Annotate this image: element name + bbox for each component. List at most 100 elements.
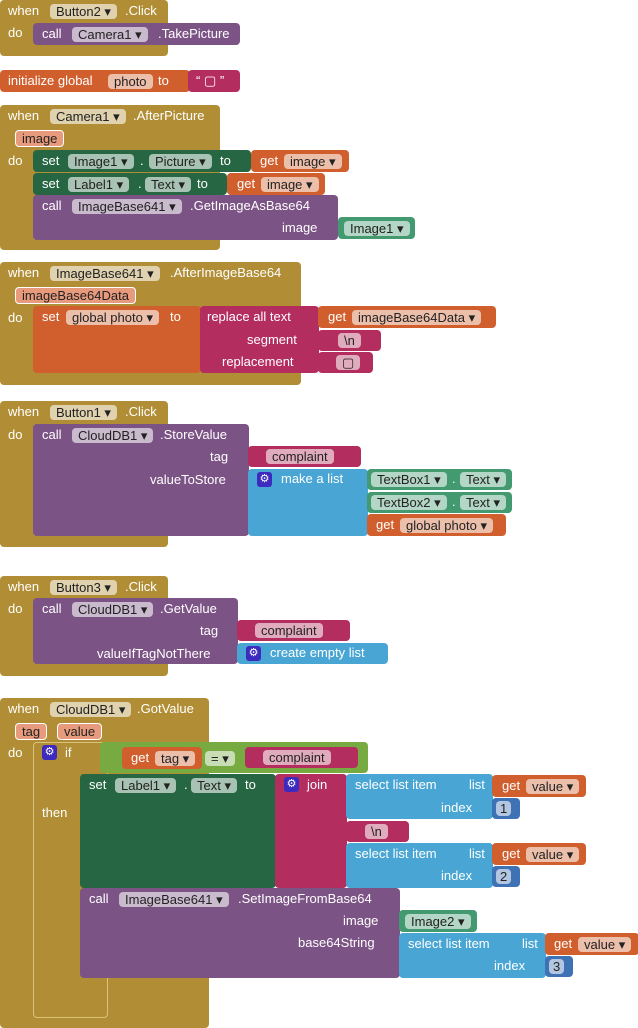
- if-label: if: [65, 745, 72, 760]
- gear-icon[interactable]: ⚙: [42, 745, 57, 760]
- component-dropdown[interactable]: Image1 ▾: [68, 154, 134, 169]
- number-field[interactable]: 1: [496, 801, 512, 816]
- variable-dropdown[interactable]: image ▾: [261, 177, 319, 192]
- text-field[interactable]: ▢: [336, 355, 361, 370]
- component-dropdown[interactable]: CloudDB1 ▾: [72, 602, 154, 617]
- create-empty-list[interactable]: [237, 643, 388, 664]
- text-field[interactable]: complaint: [266, 449, 334, 464]
- do-label: do: [8, 153, 23, 168]
- sli-label: select list item: [355, 846, 437, 861]
- component-dropdown[interactable]: Image2 ▾: [405, 914, 471, 929]
- do-label: do: [8, 25, 23, 40]
- component-dropdown[interactable]: ImageBase641 ▾: [72, 199, 182, 214]
- component-dropdown[interactable]: Label1 ▾: [68, 177, 130, 192]
- number-field[interactable]: 3: [549, 959, 565, 974]
- segment-label: segment: [247, 332, 297, 347]
- property-dropdown[interactable]: Text ▾: [191, 778, 237, 793]
- call-label: call: [42, 601, 62, 616]
- variable-dropdown[interactable]: global photo ▾: [400, 518, 493, 533]
- dot: .: [140, 153, 144, 168]
- set-label: set: [42, 309, 60, 324]
- call-label: call: [42, 427, 62, 442]
- to-label: to: [170, 309, 181, 324]
- component-dropdown[interactable]: Button1 ▾: [50, 405, 117, 420]
- property-dropdown[interactable]: Text ▾: [145, 177, 191, 192]
- call-label: call: [89, 891, 109, 906]
- variable-dropdown[interactable]: value ▾: [526, 847, 580, 862]
- do-label: do: [8, 427, 23, 442]
- param-tag[interactable]: tag: [15, 723, 48, 740]
- list-label: list: [522, 936, 538, 951]
- set-label1-text[interactable]: [80, 774, 276, 888]
- property-dropdown[interactable]: Picture ▾: [149, 154, 212, 169]
- text-field[interactable]: complaint: [263, 750, 331, 765]
- to-label: to: [197, 176, 208, 191]
- replace-all-text-block[interactable]: [200, 306, 319, 373]
- to-label: to: [220, 153, 231, 168]
- component-dropdown[interactable]: Camera1 ▾: [72, 27, 148, 42]
- operator-dropdown[interactable]: = ▾: [205, 751, 235, 766]
- number-field[interactable]: 2: [496, 869, 512, 884]
- component-dropdown[interactable]: Label1 ▾: [115, 778, 177, 793]
- index-label: index: [494, 958, 526, 973]
- component-dropdown[interactable]: ImageBase641 ▾: [119, 892, 229, 907]
- valuetostore-label: valueToStore: [150, 472, 226, 487]
- property-dropdown[interactable]: Text ▾: [460, 472, 506, 487]
- get-label: get: [376, 517, 395, 532]
- text-value: “ ▢ ”: [196, 73, 225, 88]
- tag-label: tag: [210, 449, 229, 464]
- text-field[interactable]: \n: [338, 333, 361, 348]
- component-dropdown[interactable]: Button3 ▾: [50, 580, 117, 595]
- get-label: get: [260, 153, 279, 168]
- when-label: when: [8, 3, 40, 18]
- gear-icon[interactable]: ⚙: [246, 646, 261, 661]
- component-dropdown[interactable]: TextBox1 ▾: [371, 472, 447, 487]
- variable-dropdown[interactable]: tag ▾: [155, 751, 196, 766]
- text-block[interactable]: [188, 70, 240, 92]
- select-list-item-1[interactable]: [346, 774, 493, 819]
- component-dropdown[interactable]: CloudDB1 ▾: [72, 428, 154, 443]
- text-field[interactable]: complaint: [255, 623, 323, 638]
- text-field[interactable]: \n: [365, 824, 388, 839]
- component-dropdown[interactable]: CloudDB1 ▾: [50, 702, 132, 717]
- get-label: get: [237, 176, 256, 191]
- method-name: .StoreValue: [160, 427, 227, 442]
- call-label: call: [42, 198, 62, 213]
- sli-label: select list item: [408, 936, 490, 951]
- component-dropdown[interactable]: ImageBase641 ▾: [50, 266, 160, 281]
- gear-icon[interactable]: ⚙: [257, 472, 272, 487]
- component-dropdown[interactable]: Camera1 ▾: [50, 109, 126, 124]
- select-list-item-2[interactable]: [346, 843, 493, 888]
- sli-label: select list item: [355, 777, 437, 792]
- dot: .: [452, 494, 456, 509]
- method-name: .SetImageFromBase64: [238, 891, 372, 906]
- param-image[interactable]: image: [15, 130, 65, 147]
- variable-dropdown[interactable]: image ▾: [284, 154, 342, 169]
- when-label: when: [8, 108, 40, 123]
- component-dropdown[interactable]: TextBox2 ▾: [371, 495, 447, 510]
- gear-icon[interactable]: ⚙: [284, 777, 299, 792]
- when-label: when: [8, 701, 40, 716]
- variable-dropdown[interactable]: imageBase64Data ▾: [352, 310, 482, 325]
- param-imagebase64data[interactable]: imageBase64Data: [15, 287, 136, 304]
- property-dropdown[interactable]: Text ▾: [460, 495, 506, 510]
- get-label: get: [502, 846, 521, 861]
- variable-dropdown[interactable]: value ▾: [578, 937, 632, 952]
- component-dropdown[interactable]: Button2 ▾: [50, 4, 117, 19]
- variable-dropdown[interactable]: global photo ▾: [66, 310, 159, 325]
- do-label: do: [8, 601, 23, 616]
- set-label: set: [89, 777, 107, 792]
- select-list-item-3[interactable]: [399, 933, 546, 978]
- dot: .: [138, 176, 142, 191]
- variable-name-field[interactable]: photo: [108, 74, 153, 89]
- variable-dropdown[interactable]: value ▾: [526, 779, 580, 794]
- init-label: initialize global: [8, 73, 93, 88]
- event-name: .AfterPicture: [133, 108, 205, 123]
- param-value[interactable]: value: [57, 723, 103, 740]
- event-name: .Click: [125, 404, 157, 419]
- when-label: when: [8, 265, 40, 280]
- image-label: image: [343, 913, 379, 928]
- tag-label: tag: [200, 623, 219, 638]
- component-dropdown[interactable]: Image1 ▾: [344, 221, 410, 236]
- join-block[interactable]: [275, 774, 347, 888]
